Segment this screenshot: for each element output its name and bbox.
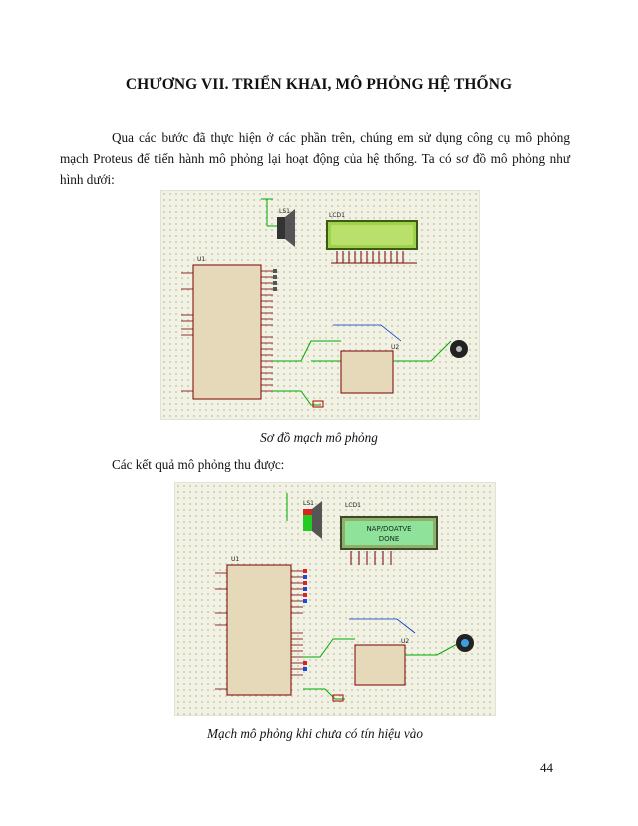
lcd-pins: [350, 551, 392, 565]
lcd-pins: [331, 251, 417, 264]
speaker-indicator-green: [303, 515, 312, 531]
driver-label: U2: [401, 638, 409, 645]
speaker-label: LS1: [279, 208, 290, 215]
lcd-line-1: NAP/DOATVE: [366, 525, 411, 533]
signal-wire-1: [273, 340, 341, 362]
button-wire: [303, 688, 345, 700]
lcd-line-2: DONE: [379, 535, 400, 543]
mcu-label: U1: [197, 256, 205, 263]
speaker-label: LS1: [303, 500, 314, 507]
chapter-title: CHƯƠNG VII. TRIỂN KHAI, MÔ PHỎNG HỆ THỐN…: [125, 76, 513, 93]
motor-shaft: [461, 639, 469, 647]
speaker-cone: [312, 501, 322, 539]
driver-label: U2: [391, 344, 399, 351]
page-number: 44: [540, 760, 553, 775]
schematic-diagram: LS1 LCD1 U1: [181, 198, 468, 408]
mcu-pin-states-low: [303, 575, 307, 671]
mcu-chip: [226, 564, 292, 696]
driver-chip: [354, 644, 406, 686]
motor-wire: [405, 642, 460, 656]
schematic-figure: LS1 LCD1 U1: [160, 190, 480, 420]
lcd-panel: [345, 521, 433, 545]
mcu-chip: [192, 264, 262, 400]
lcd-label: LCD1: [329, 212, 345, 219]
speaker-body: [277, 217, 285, 239]
mcu-pins: [181, 270, 273, 392]
mcu-label: U1: [231, 556, 239, 563]
power-rail: [349, 618, 416, 634]
figure2-caption: Mạch mô phỏng khi chưa có tín hiệu vào: [207, 726, 423, 741]
simulation-diagram: LS1 LCD1 NAP/DOATVE DONE U1: [215, 493, 474, 702]
figure1-caption: Sơ đồ mạch mô phỏng: [260, 430, 378, 445]
results-label: Các kết quả mô phỏng thu được:: [112, 457, 285, 472]
speaker-indicator-red: [303, 509, 312, 515]
intro-paragraph: Qua các bước đã thực hiện ở các phần trê…: [60, 127, 570, 190]
push-button: [312, 400, 324, 408]
mcu-pin-marks: [273, 269, 277, 291]
intro-paragraph-text: Qua các bước đã thực hiện ở các phần trê…: [60, 130, 570, 187]
power-rail: [333, 324, 402, 342]
mcu-pins: [215, 570, 303, 690]
button-wire: [273, 390, 321, 406]
signal-wire-1: [303, 638, 355, 658]
lcd-panel: [331, 225, 413, 245]
speaker-cone: [285, 209, 295, 247]
lcd-label: LCD1: [345, 502, 361, 509]
simulation-figure: LS1 LCD1 NAP/DOATVE DONE U1: [174, 482, 496, 716]
motor-shaft: [456, 346, 462, 352]
push-button: [332, 694, 344, 702]
mcu-pin-states-high: [303, 569, 307, 665]
motor-wire: [393, 340, 452, 362]
driver-chip: [340, 350, 394, 394]
